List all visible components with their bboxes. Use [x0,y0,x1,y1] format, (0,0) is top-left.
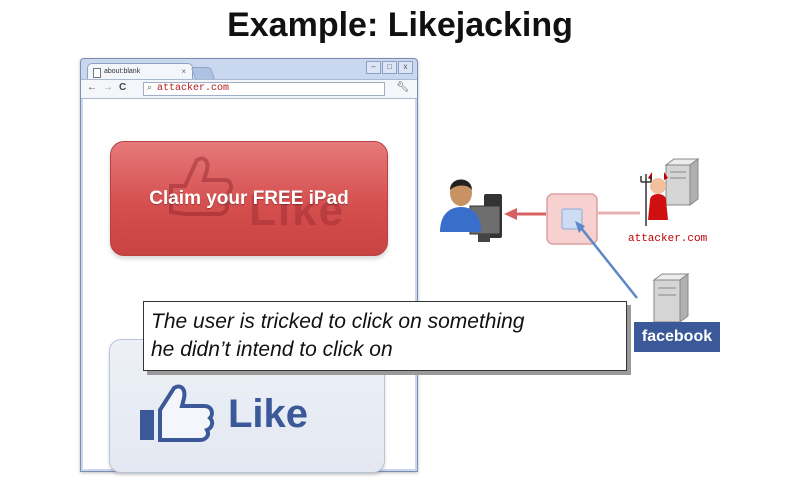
user-computer-icon [440,179,502,242]
browser-tab[interactable]: about:blank × [87,63,193,80]
like-label: Like [228,392,309,436]
attacker-site-label: attacker.com [628,233,708,245]
thumbs-up-icon [140,384,215,442]
browser-toolbar: ← → C ⌕ attacker.com 🔧︎ [81,79,417,99]
close-window-button[interactable]: x [398,61,413,74]
ghost-thumb-icon [169,156,234,216]
ghost-like-text: Like [249,186,346,235]
reload-button[interactable]: C [119,82,127,93]
minimize-button[interactable]: – [366,61,381,74]
maximize-button[interactable]: □ [382,61,397,74]
explanation-callout: The user is tricked to click on somethin… [143,301,627,371]
back-button[interactable]: ← [87,82,97,93]
facebook-server-icon [652,273,690,323]
search-icon: ⌕ [147,82,153,92]
window-controls: – □ x [365,61,413,74]
address-url: attacker.com [157,83,230,94]
callout-line-2: he didn’t intend to click on [151,338,393,361]
blue-arrow-line [581,228,638,299]
devil-icon [640,172,668,226]
slide-title: Example: Likejacking [227,6,573,44]
page-icon [93,68,101,78]
tab-close-button[interactable]: × [181,67,186,76]
blue-arrow-head [575,221,585,233]
claim-ipad-button[interactable]: Like Claim your FREE iPad [110,141,388,256]
forward-button[interactable]: → [103,82,113,93]
red-arrow-head [504,208,517,220]
wrench-icon[interactable]: 🔧︎ [396,82,409,93]
tab-label: about:blank [104,68,141,75]
facebook-logo: facebook [634,322,720,352]
claim-button-label: Claim your FREE iPad [149,188,349,209]
callout-line-1: The user is tricked to click on somethin… [151,310,525,333]
attacker-server-icon [664,158,700,206]
address-bar[interactable]: ⌕ attacker.com [143,82,385,96]
